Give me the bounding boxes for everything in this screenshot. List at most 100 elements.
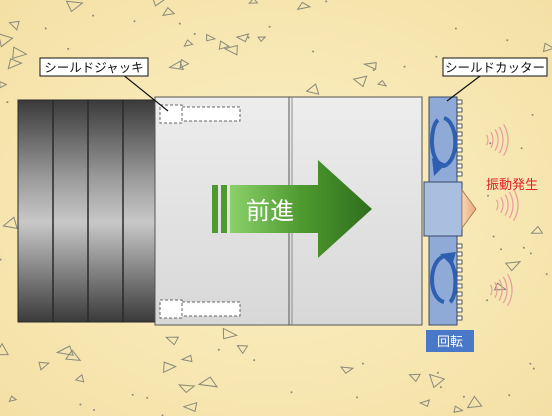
pebble	[418, 399, 431, 407]
pebble	[235, 33, 250, 43]
shield-jack-bottom	[159, 299, 241, 319]
pebble-dot	[532, 367, 535, 370]
pebble-dot	[217, 348, 220, 351]
rotation-label: 回転	[437, 335, 463, 350]
rotation-arrow-icon	[430, 252, 458, 304]
pebble-dot	[489, 142, 492, 145]
cutter-tooth	[456, 115, 463, 121]
wave-arc	[498, 279, 503, 301]
pebble-dot	[146, 396, 149, 399]
pebble	[542, 42, 552, 53]
pebble-dot	[247, 36, 250, 39]
pebble	[152, 0, 165, 7]
wave-arc	[503, 123, 509, 157]
pebble	[428, 373, 446, 389]
pebble	[0, 342, 9, 356]
cutter-cone	[461, 188, 477, 230]
cutter-tooth	[456, 99, 463, 105]
pebble	[305, 83, 320, 95]
pebble-dot	[520, 147, 523, 150]
pebble-dot	[508, 394, 511, 397]
pebble-dot	[0, 258, 2, 261]
pebble	[339, 366, 355, 374]
pebble	[74, 373, 85, 383]
pebble-dot	[522, 246, 525, 249]
pebble-dot	[44, 27, 47, 30]
rotation-arrow-icon	[430, 116, 458, 176]
sound-wave-icon	[485, 123, 519, 307]
pebble	[0, 33, 14, 48]
pebble-dot	[506, 39, 509, 42]
pebble-dot	[6, 101, 9, 104]
pebble	[183, 39, 194, 47]
pebble-dot	[500, 248, 502, 251]
pebble-dot	[356, 396, 359, 399]
cutter-tooth	[456, 267, 463, 273]
wave-arc	[489, 284, 493, 296]
cutter-tooth	[456, 155, 463, 161]
pebble-dot	[93, 409, 96, 411]
cutter-tooth	[456, 243, 463, 249]
pebble-dot	[454, 27, 457, 30]
forward-label: 前進	[246, 197, 294, 225]
pebble-dot	[492, 235, 495, 238]
pebble	[162, 6, 176, 17]
pebble	[218, 40, 231, 50]
cutter-tooth	[456, 299, 463, 305]
pebble-dot	[133, 20, 136, 23]
rotation-badge: 回転	[426, 330, 474, 352]
pebble	[168, 60, 185, 71]
pebble	[164, 336, 180, 346]
pebble	[163, 361, 177, 374]
pebble	[0, 81, 8, 89]
pebble-dot	[486, 299, 489, 302]
shield-cutter-label: シールドカッター	[445, 60, 545, 75]
pebble-dot	[462, 395, 465, 398]
pebble-dot	[531, 113, 534, 116]
pebble-dot	[403, 65, 406, 68]
cutter-tooth	[456, 139, 463, 145]
pebble-dot	[487, 194, 489, 197]
pebble-dot	[312, 50, 315, 53]
pebble-dot	[435, 55, 438, 58]
pebble-dot	[436, 371, 439, 374]
pebble	[38, 361, 51, 371]
pebble	[65, 0, 84, 13]
pebble-dot	[92, 14, 95, 17]
pebble	[466, 395, 483, 409]
pebble	[352, 75, 368, 88]
pebble	[177, 384, 196, 394]
cutter-tooth	[456, 171, 463, 177]
pebble	[182, 401, 198, 413]
pebble-dot	[193, 33, 196, 35]
pebble	[453, 405, 464, 413]
pebble	[248, 0, 259, 4]
cutter-tooth	[456, 307, 463, 313]
wave-arc	[504, 194, 509, 216]
shield-cutter-callout: シールドカッター	[442, 57, 548, 102]
pebble	[504, 261, 522, 272]
pebble	[408, 373, 421, 383]
pebble-dot	[67, 47, 70, 50]
pebble-dot	[79, 403, 82, 406]
cutter-tooth	[456, 147, 463, 153]
wave-arc	[513, 188, 519, 222]
wave-arc	[502, 276, 508, 304]
pebble-dot	[372, 69, 375, 72]
pebble	[7, 58, 23, 70]
shield-jack-top	[159, 104, 241, 124]
pebble-dot	[131, 393, 134, 396]
pebble	[8, 20, 20, 31]
pebble	[64, 349, 82, 362]
cutter-tooth	[456, 251, 463, 257]
pebble	[376, 79, 388, 87]
wave-arc	[494, 281, 498, 299]
wave-arc	[494, 129, 499, 151]
cutter-tooth	[456, 123, 463, 129]
pebble-dot	[253, 359, 256, 362]
shield-jack-callout: シールドジャッキ	[39, 57, 169, 112]
pebble-dot	[529, 252, 532, 255]
